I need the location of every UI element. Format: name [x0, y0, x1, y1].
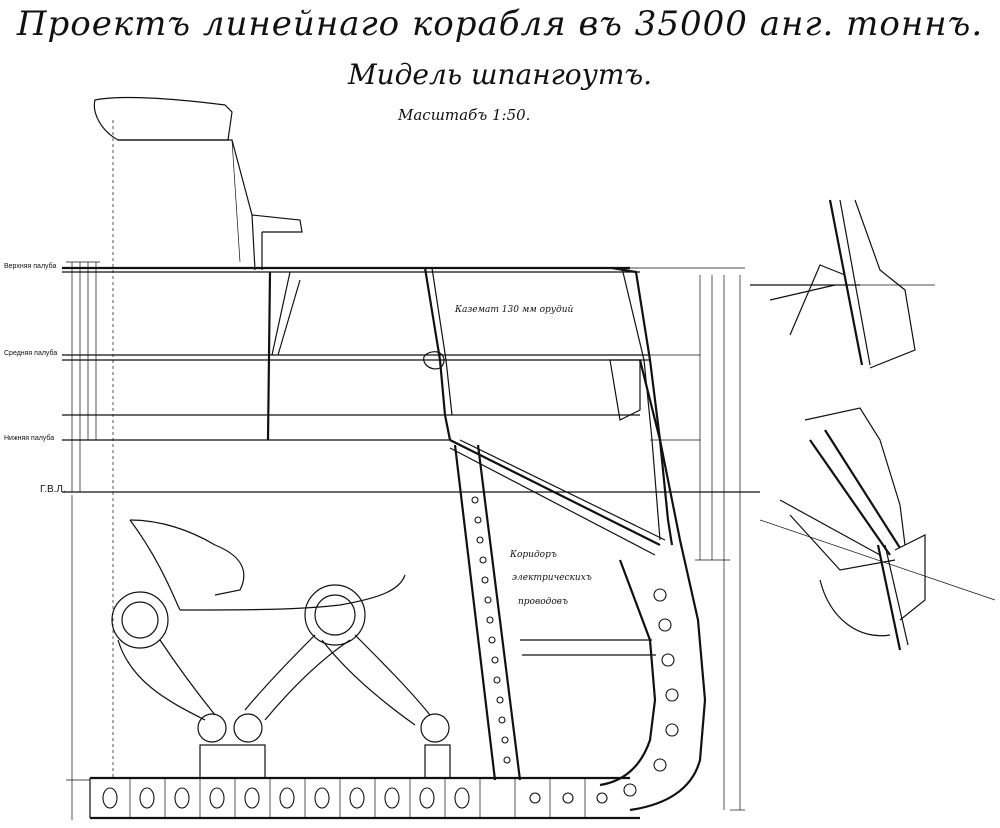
- drawing-subtitle: Мидель шпангоутъ.: [347, 58, 653, 91]
- lower-deck-label: Нижняя палуба: [4, 434, 54, 442]
- superstructure: [93, 96, 303, 271]
- drawing-scale: Масштабъ 1:50.: [398, 106, 531, 124]
- double-bottom: [89, 776, 640, 820]
- detail-lower-right: [759, 407, 996, 651]
- detail-upper-right: [750, 199, 935, 369]
- machinery: [111, 519, 451, 779]
- side-shell: [520, 359, 707, 812]
- corridor-note-1: Коридоръ: [509, 550, 557, 560]
- waterline-label: Г.В.Л.: [40, 484, 66, 495]
- corridor-note-2: электрическихъ: [512, 573, 592, 583]
- right-dimension-lines: [695, 275, 745, 811]
- upper-deck-label: Верхняя палуба: [4, 262, 56, 270]
- deck-lines: [62, 266, 760, 493]
- drawing-title: Проектъ линейнаго корабля въ 35000 анг. …: [16, 4, 984, 44]
- corridor-note-3: проводовъ: [518, 597, 568, 607]
- left-dimension-lines: [66, 261, 100, 820]
- middle-deck-label: Средняя палуба: [4, 349, 57, 357]
- inner-structure: [266, 266, 674, 556]
- inclined-bulkhead: [453, 444, 522, 781]
- casemate-note: Каземат 130 мм орудий: [454, 305, 574, 315]
